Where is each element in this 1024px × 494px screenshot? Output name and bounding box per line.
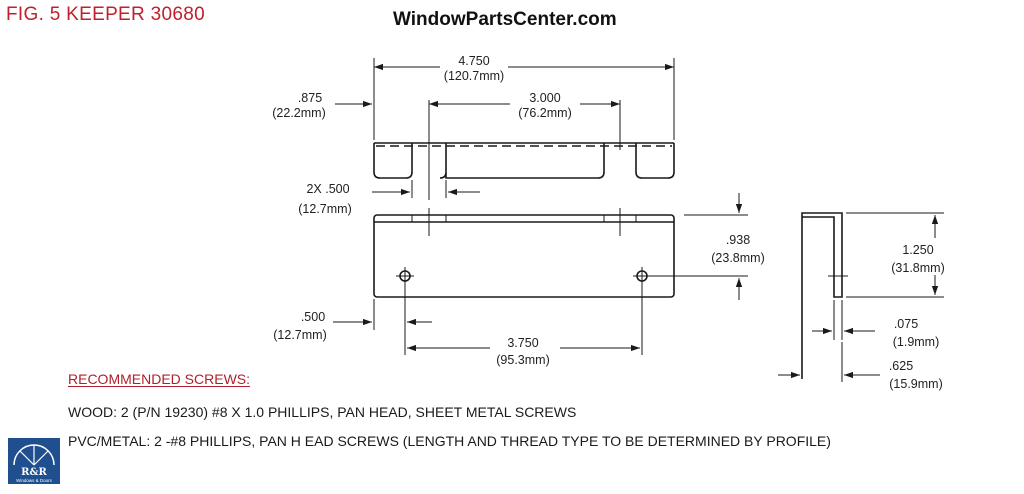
dim-thickness-mm: (1.9mm) (893, 335, 940, 349)
screw-spec-pvc-metal: PVC/METAL: 2 -#8 PHILLIPS, PAN H EAD SCR… (68, 433, 831, 449)
dim-overall-length-in: 4.750 (458, 54, 489, 68)
dim-slot-spacing-mm: (76.2mm) (518, 106, 571, 120)
screw-spec-wood: WOOD: 2 (P/N 19230) #8 X 1.0 PHILLIPS, P… (68, 404, 577, 420)
dim-hole-spacing-in: 3.750 (507, 336, 538, 350)
dim-total-height-mm: (31.8mm) (891, 261, 944, 275)
dim-slot-width-mm: (12.7mm) (298, 202, 351, 216)
dim-depth-mm: (15.9mm) (889, 377, 942, 391)
dim-thickness-in: .075 (894, 317, 918, 331)
dim-flange-height-mm: (22.2mm) (272, 106, 325, 120)
top-view (373, 100, 675, 200)
recommended-screws-heading: RECOMMENDED SCREWS: (68, 371, 251, 387)
dim-total-height-in: 1.250 (902, 243, 933, 257)
logo-mark: R&R (21, 467, 47, 478)
dim-slot-width-in: 2X .500 (306, 182, 349, 196)
company-logo: R&R Windows & Doors (8, 438, 60, 484)
site-name: WindowPartsCenter.com (393, 9, 617, 30)
front-view-outline (373, 214, 675, 298)
logo-tagline: Windows & Doors (16, 478, 53, 483)
dim-overall-length-mm: (120.7mm) (444, 69, 504, 83)
side-view-profile (801, 212, 843, 379)
dim-hole-spacing-mm: (95.3mm) (496, 353, 549, 367)
dim-hole-height-in: .938 (726, 233, 750, 247)
dim-flange-height-in: .875 (298, 91, 322, 105)
dim-hole-offset-mm: (12.7mm) (273, 328, 326, 342)
side-view (801, 212, 848, 379)
dim-hole-offset-in: .500 (301, 310, 325, 324)
dim-depth-in: .625 (889, 359, 913, 373)
dim-hole-height-mm: (23.8mm) (711, 251, 764, 265)
dim-slot-spacing-in: 3.000 (529, 91, 560, 105)
front-view (373, 208, 740, 355)
figure-title: FIG. 5 KEEPER 30680 (6, 4, 205, 25)
top-view-outline (373, 142, 675, 179)
